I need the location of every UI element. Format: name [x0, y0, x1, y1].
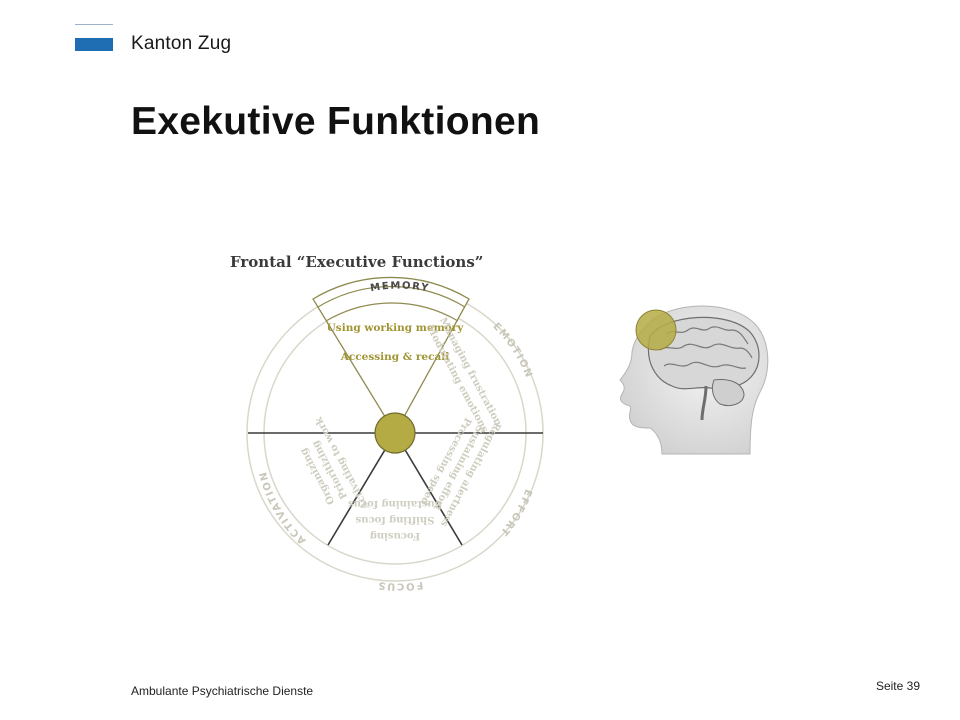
logo-rule — [75, 24, 113, 25]
footer-organization: Ambulante Psychiatrische Dienste — [131, 684, 314, 698]
figure-title: Frontal “Executive Functions” — [230, 253, 484, 271]
frontal-lobe-highlight — [635, 309, 677, 351]
center-hub — [374, 412, 416, 454]
label-memory: MEMORY — [370, 280, 429, 294]
item-accessing-recall: Accessing & recall — [340, 351, 450, 363]
org-name: Kanton Zug — [131, 33, 232, 54]
page-number: Seite 39 — [875, 679, 920, 693]
item-using-working-memory: Using working memory — [327, 322, 465, 334]
item-focusing: Focusing — [370, 530, 420, 541]
logo-mark — [75, 38, 113, 51]
svg-text:FOCUS: FOCUS — [376, 579, 423, 592]
executive-functions-wheel: MEMORY EMOTION EFFORT FOCUS ACTIVATION U… — [246, 276, 544, 592]
head-brain-illustration — [619, 305, 769, 455]
item-shifting-focus: Shifting focus — [355, 514, 434, 525]
label-focus: FOCUS — [376, 579, 422, 592]
page-title: Exekutive Funktionen — [131, 100, 541, 143]
item-sustaining-focus: Sustaining focus — [348, 498, 442, 509]
svg-text:MEMORY: MEMORY — [370, 280, 431, 294]
